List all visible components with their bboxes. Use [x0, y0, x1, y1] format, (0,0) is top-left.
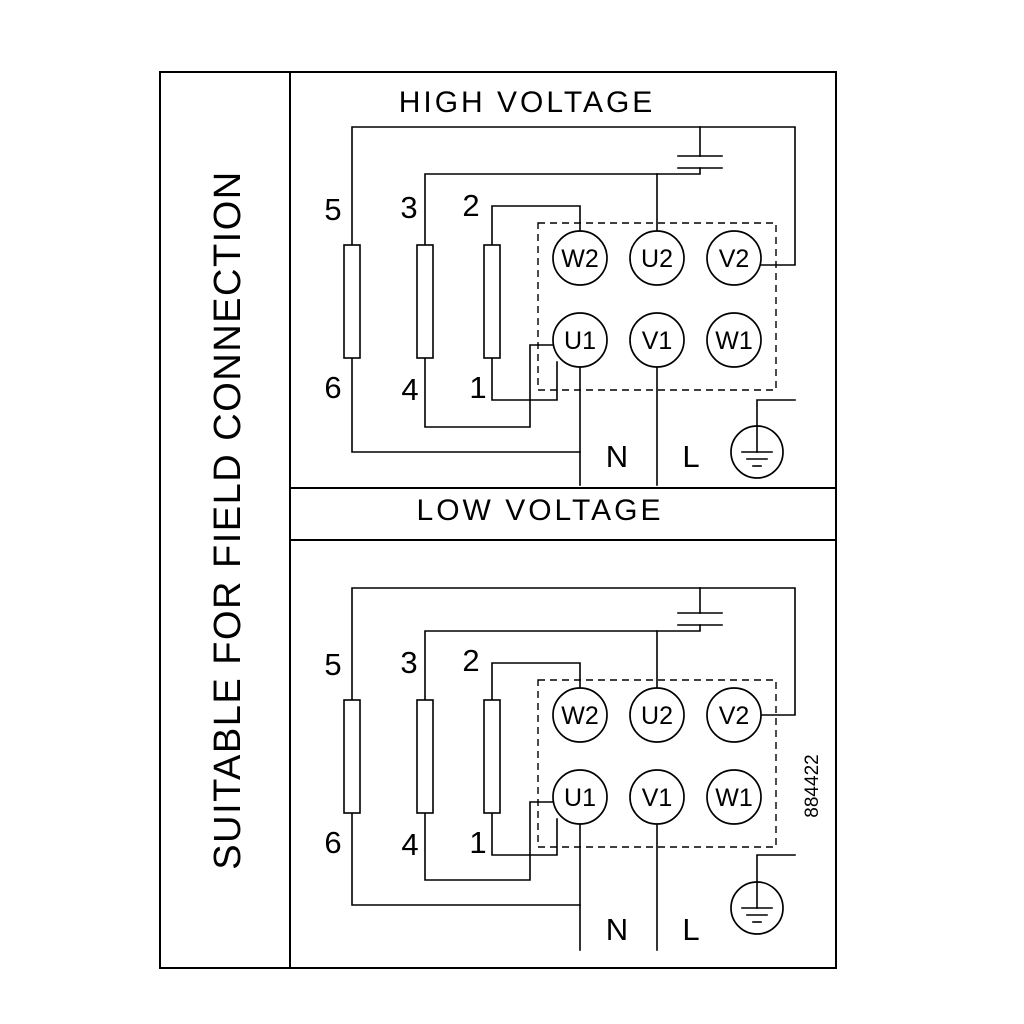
terminal-label-u1: U1	[564, 327, 596, 355]
terminal-label-v2: V2	[719, 245, 750, 273]
neutral-label: N	[606, 912, 628, 947]
terminal-u1	[552, 769, 608, 825]
link-label-2: 2	[462, 643, 479, 678]
low-voltage-title: LOW VOLTAGE	[417, 494, 664, 527]
link-label-6: 6	[324, 825, 341, 860]
link-bar-3-4	[416, 244, 434, 359]
link-label-5: 5	[324, 192, 341, 227]
neutral-label: N	[606, 439, 628, 474]
wire-link1-to-u1	[491, 812, 558, 856]
link-label-3: 3	[400, 645, 417, 680]
link-label-2: 2	[462, 188, 479, 223]
terminal-w2	[552, 230, 608, 286]
terminal-box	[537, 679, 777, 848]
link-bar-3-4	[416, 699, 434, 814]
link-label-4: 4	[401, 827, 418, 862]
link-bar-2-1	[483, 244, 501, 359]
terminal-w1	[706, 769, 762, 825]
low-voltage-section: LOW VOLTAGE 5 3 2 6 4 1 W2 U	[324, 494, 823, 951]
wire-link3-to-capacitor	[424, 624, 701, 701]
frame	[159, 71, 837, 969]
terminal-u2	[629, 230, 685, 286]
ground-lead	[756, 854, 796, 883]
terminal-label-v1: V1	[642, 327, 673, 355]
outer-border	[159, 71, 837, 969]
wire-link5-to-v2	[351, 587, 796, 716]
terminal-label-v2: V2	[719, 702, 750, 730]
terminal-label-u2: U2	[641, 702, 673, 730]
line-label: L	[682, 439, 699, 474]
link-label-3: 3	[400, 190, 417, 225]
ground-lead	[756, 399, 796, 427]
line-label: L	[682, 912, 699, 947]
terminal-v1	[629, 769, 685, 825]
terminal-label-w2: W2	[561, 245, 599, 273]
high-voltage-section: HIGH VOLTAGE 5 3 2 6 4 1 W2	[324, 86, 796, 486]
wire-link6-to-u1	[351, 357, 581, 453]
terminal-w2	[552, 687, 608, 743]
wire-link5-to-v2	[351, 126, 796, 266]
terminal-label-w1: W1	[715, 327, 753, 355]
terminal-u2	[629, 687, 685, 743]
terminal-w1	[706, 312, 762, 368]
ground-icon	[730, 399, 796, 479]
terminal-v1	[629, 312, 685, 368]
terminal-v2	[706, 687, 762, 743]
terminal-label-w2: W2	[561, 702, 599, 730]
terminal-u1	[552, 312, 608, 368]
terminal-label-u1: U1	[564, 784, 596, 812]
wire-link2-to-w2	[491, 205, 581, 246]
terminal-box	[537, 222, 777, 391]
wire-link2-to-w2	[491, 662, 581, 701]
terminal-label-v1: V1	[642, 784, 673, 812]
part-number: 884422	[802, 754, 823, 817]
link-bar-2-1	[483, 699, 501, 814]
ground-icon	[730, 854, 796, 935]
link-label-1: 1	[469, 370, 486, 405]
side-panel-label: SUITABLE FOR FIELD CONNECTION	[207, 170, 249, 869]
terminal-label-w1: W1	[715, 784, 753, 812]
link-label-1: 1	[469, 825, 486, 860]
high-voltage-title: HIGH VOLTAGE	[399, 86, 656, 119]
link-label-6: 6	[324, 370, 341, 405]
terminal-v2	[706, 230, 762, 286]
link-bar-5-6	[343, 244, 361, 359]
wire-link3-to-capacitor	[424, 167, 701, 246]
terminal-label-u2: U2	[641, 245, 673, 273]
wire-link6-to-u1	[351, 812, 581, 906]
link-label-5: 5	[324, 647, 341, 682]
link-label-4: 4	[401, 372, 418, 407]
wire-link1-to-u1	[491, 357, 558, 401]
link-bar-5-6	[343, 699, 361, 814]
